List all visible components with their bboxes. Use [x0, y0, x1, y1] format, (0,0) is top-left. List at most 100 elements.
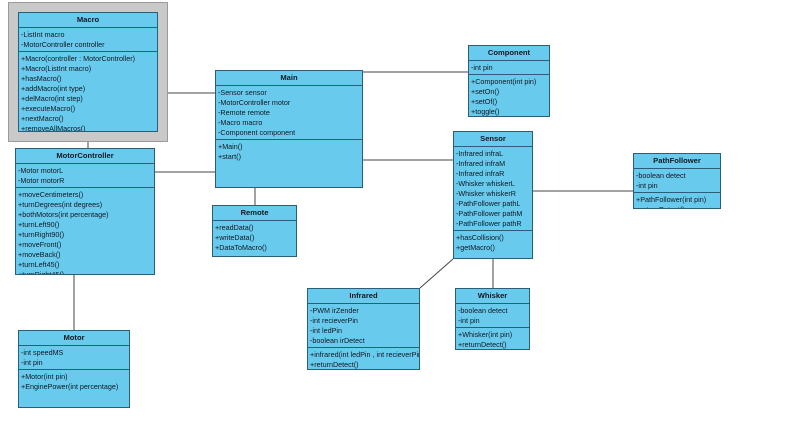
- method: +Motor(int pin): [21, 372, 68, 382]
- class-box-motorcontroller[interactable]: MotorController-Motor motorL-Motor motor…: [15, 148, 155, 275]
- method: +moveFront(): [18, 240, 62, 250]
- attribute: -boolean detect: [458, 305, 508, 315]
- method: +bothMotors(int percentage): [18, 210, 109, 220]
- attributes-compartment-motor: -int speedMS-int pin: [19, 346, 129, 371]
- method: +moveCentimeters(): [18, 190, 84, 200]
- attribute: -int pin: [636, 180, 658, 190]
- method: +Macro(controller : MotorController): [21, 54, 136, 64]
- attribute: -int recieverPin: [310, 315, 358, 325]
- methods-compartment-remote: +readData()+writeData()+DataToMacro(): [213, 221, 296, 255]
- class-box-whisker[interactable]: Whisker-boolean detect-int pin +Whisker(i…: [455, 288, 530, 350]
- method: +getMacro(): [456, 243, 495, 253]
- class-box-main[interactable]: Main-Sensor sensor-MotorController motor…: [215, 70, 363, 188]
- method: +readData(): [215, 222, 254, 232]
- attribute: -boolean detect: [636, 170, 686, 180]
- attribute: -int pin: [21, 357, 43, 367]
- method: +turnDegrees(int degrees): [18, 200, 103, 210]
- attribute: -Motor motorR: [18, 175, 65, 185]
- attributes-compartment-main: -Sensor sensor-MotorController motor-Rem…: [216, 86, 362, 141]
- attribute: -int pin: [471, 62, 493, 72]
- attribute: -Whisker whiskerL: [456, 178, 515, 188]
- method: +Whisker(int pin): [458, 330, 513, 340]
- attribute: -Infrared infraL: [456, 148, 504, 158]
- method: +returnDetect(): [310, 360, 359, 370]
- attribute: -Macro macro: [218, 117, 263, 127]
- method: +start(): [218, 152, 241, 162]
- attributes-compartment-sensor: -Infrared infraL-Infrared infraM-Infrare…: [454, 147, 532, 232]
- method: +Component(int pin): [471, 77, 537, 87]
- methods-compartment-infrared: +infrared(int ledPin , int recieverPin)+…: [308, 348, 420, 370]
- class-box-sensor[interactable]: Sensor-Infrared infraL-Infrared infraM-I…: [453, 131, 533, 259]
- method: +moveBack(): [18, 250, 61, 260]
- class-box-pathfollower[interactable]: PathFollower-boolean detect-int pin+Path…: [633, 153, 721, 209]
- methods-compartment-pathfollower: +PathFollower(int pin)+returnDetect(): [634, 193, 720, 208]
- class-name-component: Component: [469, 46, 549, 61]
- methods-compartment-main: +Main()+start(): [216, 140, 362, 164]
- methods-compartment-macro: +Macro(controller : MotorController)+Mac…: [19, 52, 157, 132]
- method: +removeAllMacros(): [21, 124, 86, 132]
- attribute: -Motor motorL: [18, 165, 64, 175]
- attribute: -Infrared infraR: [456, 168, 505, 178]
- class-name-infrared: Infrared: [308, 289, 419, 304]
- attribute: -PWM irZender: [310, 305, 359, 315]
- methods-compartment-component: +Component(int pin)+setOn()+setOf()+togg…: [469, 75, 549, 117]
- attributes-compartment-pathfollower: -boolean detect-int pin: [634, 169, 720, 194]
- attribute: -Infrared infraM: [456, 158, 506, 168]
- class-name-macro: Macro: [19, 13, 157, 28]
- class-box-macro[interactable]: Macro-ListInt macro-MotorController cont…: [18, 12, 158, 132]
- method: +delMacro(int step): [21, 94, 83, 104]
- method: +executeMacro(): [21, 104, 76, 114]
- attribute: -Remote remote: [218, 107, 270, 117]
- method: +PathFollower(int pin): [636, 195, 707, 205]
- attribute: -Component component: [218, 127, 296, 137]
- method: +infrared(int ledPin , int recieverPin): [310, 350, 420, 360]
- class-name-whisker: Whisker: [456, 289, 529, 304]
- attribute: -int speedMS: [21, 347, 64, 357]
- attribute: -ListInt macro: [21, 29, 65, 39]
- method: +addMacro(int type): [21, 84, 86, 94]
- attribute: -int pin: [458, 315, 480, 325]
- attributes-compartment-component: -int pin: [469, 61, 549, 76]
- method: +turnRight45(): [18, 270, 65, 275]
- relationship-sensor-infrared[interactable]: [419, 258, 454, 289]
- class-name-main: Main: [216, 71, 362, 86]
- method: +writeData(): [215, 232, 255, 242]
- attribute: -boolean irDetect: [310, 335, 365, 345]
- method: +returnDetect(): [636, 205, 718, 208]
- method: +turnRight90(): [18, 230, 65, 240]
- method: +hasMacro(): [21, 74, 62, 84]
- class-box-remote[interactable]: Remote+readData()+writeData()+DataToMacr…: [212, 205, 297, 257]
- attribute: -MotorController controller: [21, 39, 105, 49]
- method: +returnDetect(): [458, 340, 507, 350]
- method: +turnLeft45(): [18, 260, 60, 270]
- methods-compartment-motorcontroller: +moveCentimeters()+turnDegrees(int degre…: [16, 188, 154, 275]
- class-name-pathfollower: PathFollower: [634, 154, 720, 169]
- attributes-compartment-motorcontroller: -Motor motorL-Motor motorR: [16, 164, 154, 189]
- attributes-compartment-infrared: -PWM irZender-int recieverPin-int ledPin…: [308, 304, 419, 349]
- class-box-infrared[interactable]: Infrared-PWM irZender-int recieverPin-in…: [307, 288, 420, 370]
- method: +turnLeft90(): [18, 220, 60, 230]
- attribute: -PathFollower pathM: [456, 208, 523, 218]
- class-name-sensor: Sensor: [454, 132, 532, 147]
- method: +setOf(): [471, 97, 498, 107]
- attribute: -MotorController motor: [218, 97, 291, 107]
- method: +EnginePower(int percentage): [21, 382, 119, 392]
- method: +nextMacro(): [21, 114, 64, 124]
- attribute: -Sensor sensor: [218, 87, 267, 97]
- class-box-component[interactable]: Component-int pin+Component(int pin)+set…: [468, 45, 550, 117]
- class-name-motor: Motor: [19, 331, 129, 346]
- attribute: -Whisker whiskerR: [456, 188, 516, 198]
- method: +toggle(): [471, 107, 500, 117]
- method: +Main(): [218, 142, 243, 152]
- methods-compartment-whisker: +Whisker(int pin)+returnDetect(): [456, 328, 529, 350]
- attribute: -PathFollower pathR: [456, 218, 522, 228]
- class-box-motor[interactable]: Motor-int speedMS-int pin+Motor(int pin)…: [18, 330, 130, 408]
- method: +hasCollision(): [456, 233, 504, 243]
- class-name-motorcontroller: MotorController: [16, 149, 154, 164]
- method: +Macro(ListInt macro): [21, 64, 92, 74]
- attribute: -int ledPin: [310, 325, 342, 335]
- attributes-compartment-macro: -ListInt macro-MotorController controlle…: [19, 28, 157, 53]
- methods-compartment-sensor: +hasCollision()+getMacro(): [454, 231, 532, 255]
- class-name-remote: Remote: [213, 206, 296, 221]
